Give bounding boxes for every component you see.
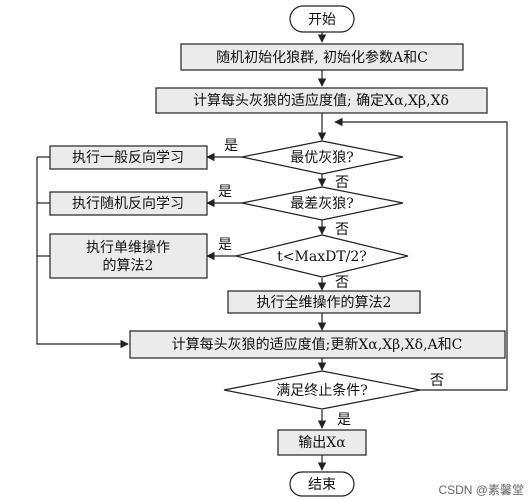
decision-stop: 满足终止条件? — [223, 370, 421, 410]
label-t-yes: 是 — [218, 237, 232, 253]
start-label: 开始 — [308, 12, 336, 28]
full-dim-label: 执行全维操作的算法2 — [257, 294, 392, 311]
opp-random-box: 执行随机反向学习 — [49, 191, 208, 216]
fitness1-box: 计算每头灰狼的适应度值; 确定Xα,Xβ,Xδ — [155, 87, 488, 114]
decision-best-label: 最优灰狼? — [290, 150, 354, 166]
single-dim-label-2: 的算法2 — [103, 258, 154, 274]
label-stop-no: 否 — [430, 373, 444, 389]
end-label: 结束 — [308, 477, 336, 493]
single-dim-label-1: 执行单维操作 — [86, 240, 170, 256]
init-box: 随机初始化狼群, 初始化参数A和C — [180, 43, 464, 71]
opp-random-label: 执行随机反向学习 — [72, 196, 184, 212]
decision-worst-label: 最差灰狼? — [290, 196, 354, 212]
fitness1-label: 计算每头灰狼的适应度值; 确定Xα,Xβ,Xδ — [193, 92, 449, 109]
arrow-left-bus — [36, 157, 129, 349]
connectors — [36, 32, 508, 471]
decision-best: 最优灰狼? — [241, 140, 404, 175]
watermark: CSDN @素馨堂 — [438, 482, 524, 497]
label-t-no: 否 — [335, 275, 349, 291]
decision-t: t<MaxDT/2? — [235, 234, 409, 278]
label-worst-no: 否 — [335, 222, 349, 238]
end-node: 结束 — [289, 471, 355, 497]
decision-worst: 最差灰狼? — [241, 186, 404, 221]
start-node: 开始 — [289, 5, 355, 33]
label-best-no: 否 — [335, 175, 349, 191]
opp-general-label: 执行一般反向学习 — [72, 150, 184, 166]
label-worst-yes: 是 — [218, 184, 232, 200]
decision-t-label: t<MaxDT/2? — [277, 249, 367, 265]
fitness2-box: 计算每头灰狼的适应度值;更新Xα,Xβ,Xδ,A和C — [129, 330, 506, 359]
init-label: 随机初始化狼群, 初始化参数A和C — [216, 49, 428, 66]
label-best-yes: 是 — [224, 138, 238, 154]
output-label: 输出Xα — [298, 435, 346, 451]
edge-labels: 是 否 是 否 是 否 否 是 — [218, 138, 444, 428]
fitness2-label: 计算每头灰狼的适应度值;更新Xα,Xβ,Xδ,A和C — [172, 336, 463, 353]
output-box: 输出Xα — [277, 429, 367, 456]
single-dim-box: 执行单维操作 的算法2 — [49, 233, 208, 279]
full-dim-box: 执行全维操作的算法2 — [227, 290, 421, 314]
decision-stop-label: 满足终止条件? — [276, 382, 368, 399]
label-stop-yes: 是 — [337, 412, 351, 428]
arrow-loop-back — [334, 117, 508, 391]
opp-general-box: 执行一般反向学习 — [49, 145, 208, 170]
